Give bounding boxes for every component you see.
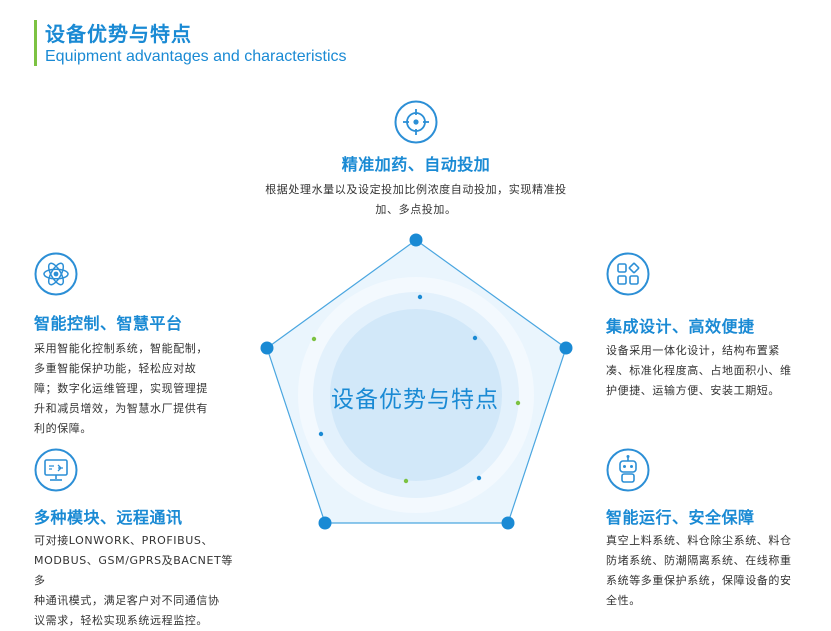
orbit-dot (403, 478, 409, 484)
desc-line: 采用智能化控制系统，智能配制， (34, 342, 208, 355)
desc-line: 设备采用一体化设计，结构布置紧 (606, 344, 780, 357)
orbit-dot (318, 431, 324, 437)
page-title: 设备优势与特点 (45, 22, 192, 46)
desc-line: 可对接LONWORK、PROFIBUS、 (34, 534, 214, 547)
desc-line: 全性。 (606, 594, 641, 607)
target-icon (394, 100, 438, 144)
desc-line: 护便捷、运输方便、安装工期短。 (606, 384, 780, 397)
desc-line: 利的保障。 (34, 422, 92, 435)
orbit-dot (417, 294, 423, 300)
feature-desc-communication: 可对接LONWORK、PROFIBUS、 MODBUS、GSM/GPRS及BAC… (34, 531, 240, 631)
feature-desc-smart-control: 采用智能化控制系统，智能配制， 多重智能保护功能，轻松应对故 障；数字化运维管理… (34, 339, 234, 439)
feature-desc-integrated-design: 设备采用一体化设计，结构布置紧 凑、标准化程度高、占地面积小、维 护便捷、运输方… (606, 341, 812, 401)
desc-line: 根据处理水量以及设定投加比例浓度自动投加，实现精准投 (265, 183, 567, 196)
apps-grid-icon (606, 252, 650, 296)
orbit-dot (472, 335, 478, 341)
vertex-node (559, 341, 573, 355)
vertex-node (260, 341, 274, 355)
feature-title-smart-control: 智能控制、智慧平台 (34, 314, 183, 333)
desc-line: 真空上料系统、料仓除尘系统、料仓 (606, 534, 792, 547)
desc-line: 凑、标准化程度高、占地面积小、维 (606, 364, 792, 377)
desc-line: 种通讯模式，满足客户对不同通信协 (34, 594, 220, 607)
vertex-node (409, 233, 423, 247)
vertex-node (318, 516, 332, 530)
vertex-node (501, 516, 515, 530)
feature-desc-dosing: 根据处理水量以及设定投加比例浓度自动投加，实现精准投 加、多点投加。 (254, 180, 578, 220)
desc-line: 议需求，轻松实现系统远程监控。 (34, 614, 208, 627)
center-label: 设备优势与特点 (331, 387, 499, 413)
desc-line: MODBUS、GSM/GPRS及BACNET等多 (34, 554, 233, 587)
feature-title-communication: 多种模块、远程通讯 (34, 508, 183, 527)
orbit-dot (311, 336, 317, 342)
desc-line: 系统等多重保护系统，保障设备的安 (606, 574, 792, 587)
monitor-icon (34, 448, 78, 492)
robot-icon (606, 448, 650, 492)
feature-title-dosing: 精准加药、自动投加 (341, 155, 491, 174)
inner-ring (330, 309, 502, 481)
desc-line: 升和减员增效，为智慧水厂提供有 (34, 402, 208, 415)
desc-line: 加、多点投加。 (375, 203, 457, 216)
orbit-dot (476, 475, 482, 481)
desc-line: 多重智能保护功能，轻松应对故 (34, 362, 197, 375)
desc-line: 障；数字化运维管理，实现管理提 (34, 382, 208, 395)
feature-title-safety: 智能运行、安全保障 (606, 508, 755, 527)
page-subtitle: Equipment advantages and characteristics (45, 48, 347, 65)
orbit-dot (515, 400, 521, 406)
desc-line: 防堵系统、防潮隔离系统、在线称重 (606, 554, 792, 567)
feature-title-integrated-design: 集成设计、高效便捷 (606, 317, 755, 336)
feature-desc-safety: 真空上料系统、料仓除尘系统、料仓 防堵系统、防潮隔离系统、在线称重 系统等多重保… (606, 531, 812, 611)
atom-icon (34, 252, 78, 296)
header-accent-bar (34, 20, 37, 66)
